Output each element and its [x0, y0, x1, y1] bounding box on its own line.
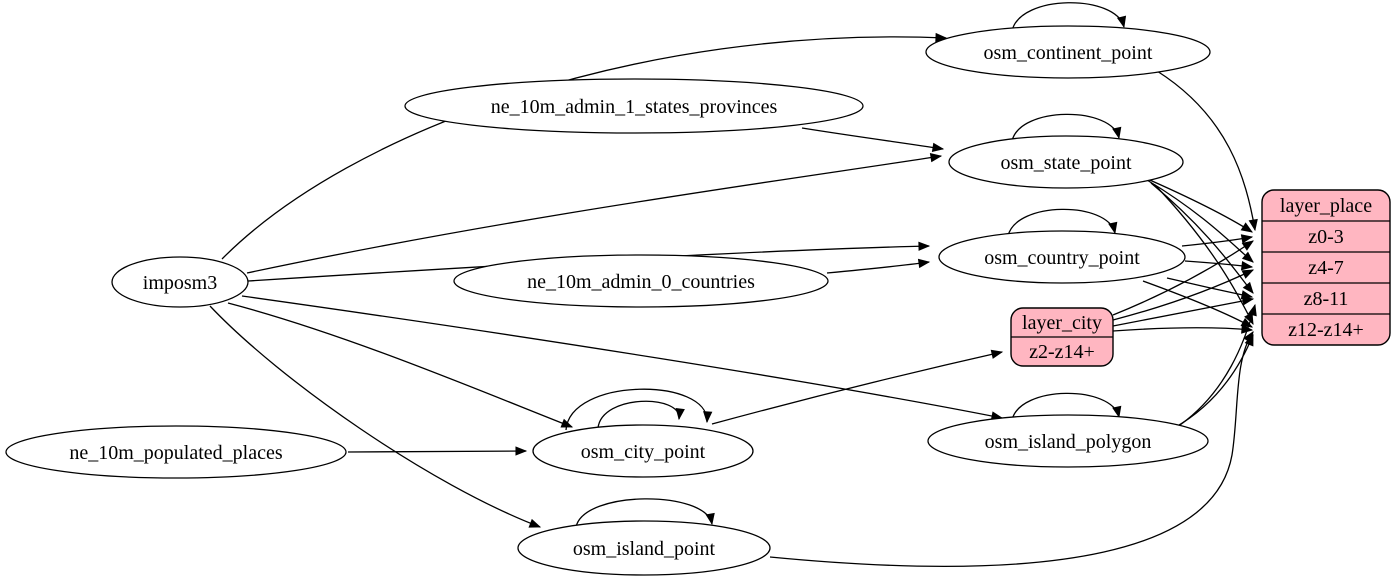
osm_continent_point-ellipse: [925, 25, 1211, 79]
osm_island_polygon-ellipse: [927, 414, 1209, 468]
edge-ne_10m_populated_places-osm_city_point: [347, 446, 528, 456]
edge-osm_continent_point-layer_place-z0-3: [1156, 70, 1258, 232]
edge-selfloop-osm_island_point: [575, 498, 715, 528]
node-osm_island_point: osm_island_point: [517, 520, 771, 576]
edge-osm_state_point-layer_place-z4-7: [1146, 179, 1254, 263]
edge-imposm3-osm_island_polygon: [241, 295, 1004, 421]
edge-layer_city-layer_place-z8-11: [1112, 296, 1255, 327]
edge-selfloop-osm_state_point: [1011, 113, 1122, 142]
ne_10m_admin_1_states_provinces-ellipse: [404, 78, 864, 134]
node-osm_city_point: osm_city_point: [532, 424, 754, 478]
edge-osm_island_polygon-layer_place-z8-11: [1179, 303, 1257, 426]
edge-osm_island_polygon-layer_place-z12-z14: [1173, 333, 1254, 429]
layer_place-row-z8-11: z8-11: [1304, 288, 1349, 310]
node-osm_continent_point: osm_continent_point: [925, 25, 1211, 79]
node-osm_island_polygon: osm_island_polygon: [927, 414, 1209, 468]
layer_place-row-z4-7: z4-7: [1308, 257, 1344, 279]
edge-osm_state_point-layer_place-z8-11: [1150, 182, 1254, 294]
edge-osm_state_point-layer_place-z0-3: [1142, 176, 1253, 233]
edge-ne_10m_admin_0_countries-osm_country_point: [826, 258, 931, 274]
layer_city-row-z2-z14: z2-z14+: [1029, 341, 1095, 363]
edge-osm_country_point-layer_place-z8-11: [1166, 277, 1254, 300]
osm_country_point-ellipse: [938, 230, 1186, 284]
ne_10m_populated_places-ellipse: [5, 425, 347, 479]
node-ne_10m_populated_places: ne_10m_populated_places: [5, 425, 347, 479]
ne_10m_admin_0_countries-ellipse: [453, 254, 829, 308]
node-osm_country_point: osm_country_point: [938, 230, 1186, 284]
edge-selfloop-osm_continent_point: [1011, 2, 1127, 32]
edge-selfloop-osm_country_point: [1007, 208, 1118, 237]
edge-osm_island_point-layer_place-z12-z14: [769, 331, 1254, 567]
layer_place-row-z0-3: z0-3: [1308, 226, 1344, 248]
osm_state_point-label: osm_state_point: [1000, 152, 1132, 174]
edge-selfloop-osm_city_point-outer: [565, 388, 713, 431]
edge-imposm3-osm_city_point: [227, 302, 574, 428]
edge-imposm3-osm_continent_point: [221, 32, 948, 260]
osm_continent_point-label: osm_continent_point: [984, 42, 1153, 64]
edge-imposm3-osm_state_point: [246, 152, 943, 274]
ne_10m_admin_0_countries-label: ne_10m_admin_0_countries: [527, 271, 755, 293]
edge-layer_city-layer_place-z4-7: [1112, 269, 1255, 321]
ne_10m_admin_1_states_provinces-label: ne_10m_admin_1_states_provinces: [491, 96, 778, 118]
osm_island_point-ellipse: [517, 520, 771, 576]
osm_island_point-label: osm_island_point: [573, 538, 716, 560]
edge-imposm3-osm_island_point: [209, 305, 542, 528]
edge-layer_city-layer_place-z12-z14: [1112, 324, 1254, 334]
edge-osm_country_point-layer_place-z12-z14: [1142, 280, 1254, 328]
edge-selfloop-osm_city_point-inner: [597, 400, 685, 429]
edge-osm_country_point-layer_place-z4-7: [1184, 260, 1254, 271]
layer_place-box: [1261, 189, 1391, 346]
osm_country_point-label: osm_country_point: [984, 247, 1140, 269]
edge-ne_10m_admin_1_states_provinces-osm_state_point: [801, 127, 945, 152]
imposm3-ellipse: [111, 256, 249, 308]
edge-osm_country_point-layer_place-z0-3: [1181, 234, 1254, 247]
node-layer_place: layer_place z0-3 z4-7 z8-11 z12-z14+: [1261, 189, 1391, 346]
edge-layer_city-layer_place-z0-3: [1112, 240, 1254, 316]
osm_island_polygon-label: osm_island_polygon: [985, 431, 1152, 453]
edges-layer: [209, 2, 1258, 567]
osm_city_point-ellipse: [532, 424, 754, 478]
node-osm_state_point: osm_state_point: [948, 135, 1184, 189]
edge-osm_city_point-layer_city-z2: [711, 349, 1004, 425]
layer_place-row-z12-z14: z12-z14+: [1288, 319, 1364, 341]
imposm3-label: imposm3: [143, 272, 217, 294]
osm_city_point-label: osm_city_point: [581, 441, 706, 463]
layer_city-title: layer_city: [1022, 312, 1102, 334]
ne_10m_populated_places-label: ne_10m_populated_places: [69, 442, 282, 464]
layer_place-title: layer_place: [1280, 195, 1372, 217]
node-ne_10m_admin_1_states_provinces: ne_10m_admin_1_states_provinces: [404, 78, 864, 134]
node-layer_city: layer_city z2-z14+: [1010, 307, 1114, 367]
node-imposm3: imposm3: [111, 256, 249, 308]
edge-selfloop-osm_island_polygon: [1011, 392, 1122, 421]
osm_state_point-ellipse: [948, 135, 1184, 189]
node-ne_10m_admin_0_countries: ne_10m_admin_0_countries: [453, 254, 829, 308]
